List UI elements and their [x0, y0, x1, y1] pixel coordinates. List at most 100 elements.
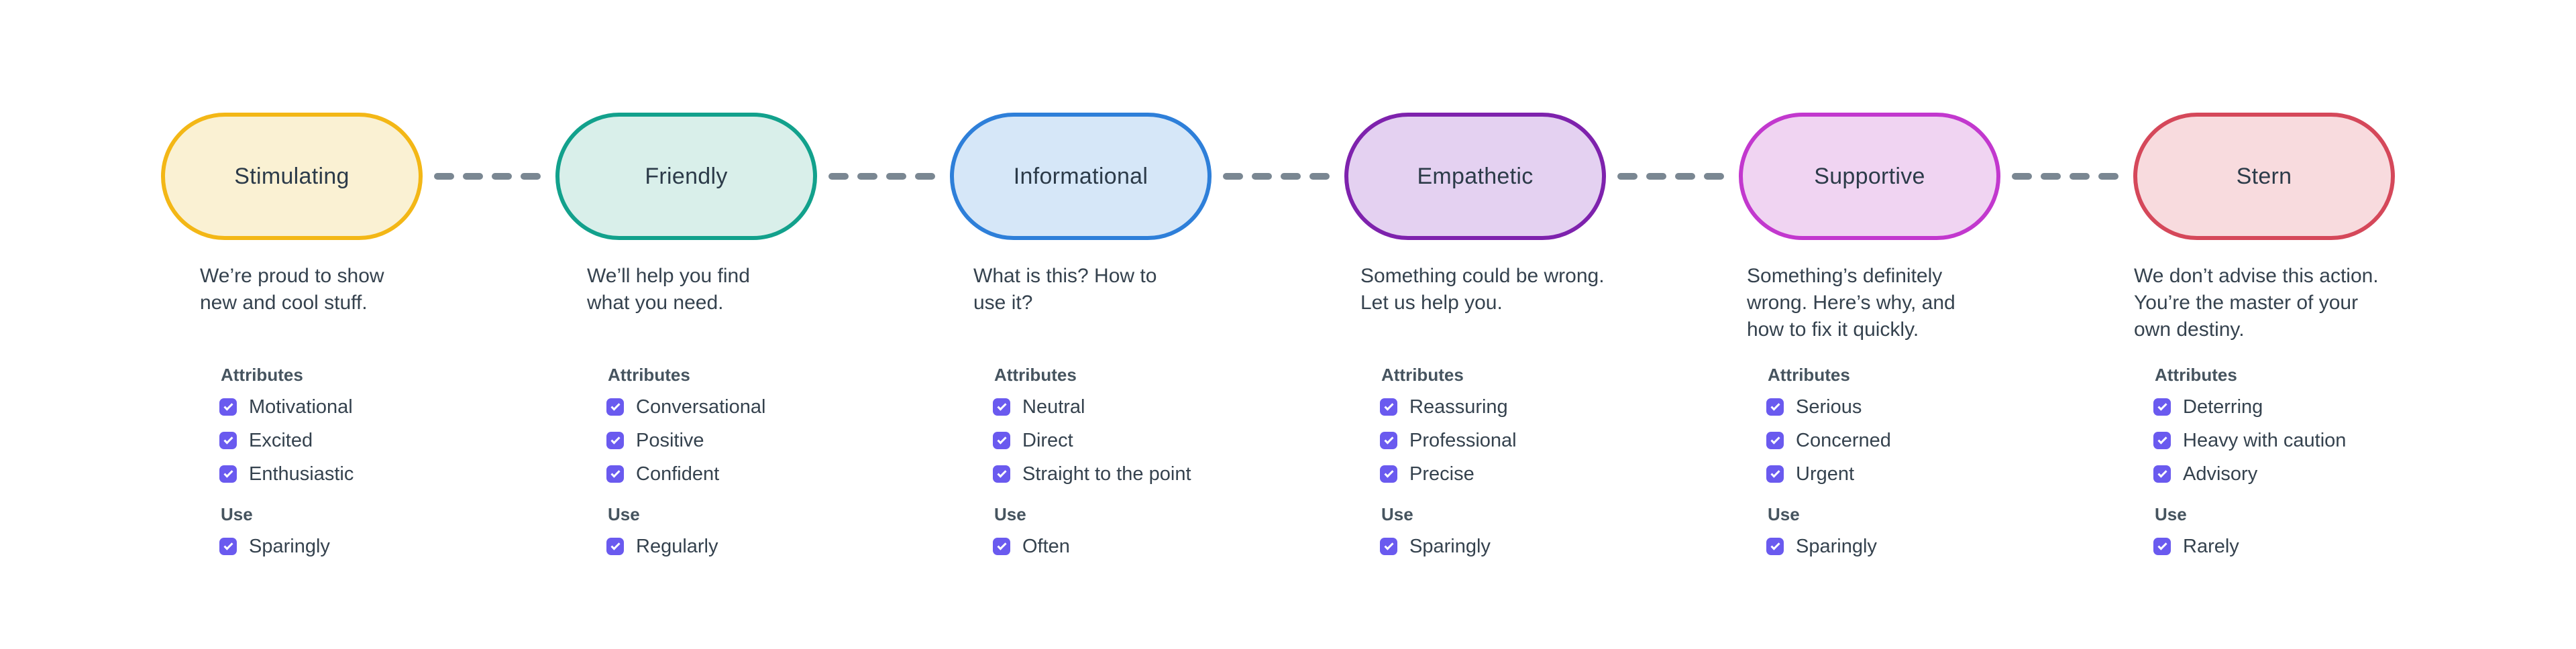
- attribute-checkbox-row[interactable]: Deterring: [2153, 390, 2346, 424]
- tone-node-label: Stimulating: [234, 163, 350, 189]
- attribute-label: Positive: [636, 429, 704, 451]
- use-label: Often: [1022, 535, 1070, 557]
- checkbox-checked-icon[interactable]: [1766, 538, 1784, 555]
- attribute-checkbox-row[interactable]: Serious: [1766, 390, 1891, 424]
- tone-node-label: Supportive: [1814, 163, 1925, 189]
- use-section: Use Often: [993, 504, 1070, 563]
- use-checkbox-row[interactable]: Sparingly: [1380, 530, 1491, 563]
- attribute-label: Deterring: [2183, 396, 2263, 418]
- checkbox-checked-icon[interactable]: [219, 398, 237, 416]
- use-checkbox-row[interactable]: Sparingly: [1766, 530, 1877, 563]
- attributes-heading: Attributes: [2155, 365, 2237, 385]
- checkbox-checked-icon[interactable]: [1380, 432, 1397, 449]
- checkbox-checked-icon[interactable]: [2153, 538, 2171, 555]
- attributes-section: Attributes Conversational Positive Confi…: [606, 365, 765, 491]
- tone-node-supportive[interactable]: Supportive: [1739, 113, 2000, 240]
- use-checkbox-row[interactable]: Rarely: [2153, 530, 2239, 563]
- attributes-heading: Attributes: [994, 365, 1077, 385]
- checkbox-checked-icon[interactable]: [993, 398, 1010, 416]
- tone-node-stimulating[interactable]: Stimulating: [161, 113, 423, 240]
- attribute-checkbox-row[interactable]: Straight to the point: [993, 457, 1191, 491]
- checkbox-checked-icon[interactable]: [2153, 465, 2171, 483]
- use-heading: Use: [1381, 504, 1413, 524]
- tone-description: What is this? How to use it?: [973, 265, 1157, 314]
- attribute-label: Professional: [1409, 429, 1517, 451]
- use-section: Use Rarely: [2153, 504, 2239, 563]
- checkmark-icon: [2157, 467, 2167, 478]
- checkmark-icon: [610, 540, 621, 550]
- tone-node-empathetic[interactable]: Empathetic: [1344, 113, 1606, 240]
- tone-description: We don’t advise this action. You’re the …: [2134, 265, 2379, 341]
- attribute-checkbox-row[interactable]: Precise: [1380, 457, 1517, 491]
- checkbox-checked-icon[interactable]: [219, 432, 237, 449]
- tone-node-stern[interactable]: Stern: [2133, 113, 2395, 240]
- checkbox-checked-icon[interactable]: [1380, 465, 1397, 483]
- use-heading: Use: [221, 504, 253, 524]
- attribute-checkbox-row[interactable]: Conversational: [606, 390, 765, 424]
- checkbox-checked-icon[interactable]: [219, 465, 237, 483]
- use-label: Regularly: [636, 535, 718, 557]
- attributes-section: Attributes Reassuring Professional Preci…: [1380, 365, 1517, 491]
- attribute-checkbox-row[interactable]: Positive: [606, 424, 765, 457]
- attribute-checkbox-row[interactable]: Excited: [219, 424, 354, 457]
- attribute-label: Conversational: [636, 396, 766, 418]
- tone-node-label: Friendly: [645, 163, 728, 189]
- checkbox-checked-icon[interactable]: [606, 538, 624, 555]
- connector-dashed-line: [2012, 173, 2125, 180]
- attribute-checkbox-row[interactable]: Confident: [606, 457, 765, 491]
- attributes-section: Attributes Motivational Excited Enthusia…: [219, 365, 354, 491]
- connector-dashed-line: [1223, 173, 1336, 180]
- checkmark-icon: [1770, 540, 1780, 550]
- attribute-label: Neutral: [1022, 396, 1085, 418]
- checkmark-icon: [610, 434, 621, 445]
- checkbox-checked-icon[interactable]: [219, 538, 237, 555]
- checkmark-icon: [1383, 467, 1394, 478]
- attribute-checkbox-row[interactable]: Heavy with caution: [2153, 424, 2346, 457]
- tone-node-informational[interactable]: Informational: [950, 113, 1212, 240]
- attribute-checkbox-row[interactable]: Urgent: [1766, 457, 1891, 491]
- tone-description: Something could be wrong. Let us help yo…: [1360, 265, 1605, 314]
- checkbox-checked-icon[interactable]: [606, 432, 624, 449]
- use-checkbox-row[interactable]: Sparingly: [219, 530, 330, 563]
- attribute-checkbox-row[interactable]: Enthusiastic: [219, 457, 354, 491]
- checkbox-checked-icon[interactable]: [993, 465, 1010, 483]
- checkbox-checked-icon[interactable]: [606, 465, 624, 483]
- checkmark-icon: [1770, 400, 1780, 411]
- attribute-checkbox-row[interactable]: Direct: [993, 424, 1191, 457]
- attribute-checkbox-row[interactable]: Neutral: [993, 390, 1191, 424]
- attribute-checkbox-row[interactable]: Advisory: [2153, 457, 2346, 491]
- attribute-checkbox-row[interactable]: Concerned: [1766, 424, 1891, 457]
- attribute-checkbox-row[interactable]: Motivational: [219, 390, 354, 424]
- use-heading: Use: [608, 504, 640, 524]
- checkmark-icon: [223, 400, 233, 411]
- checkmark-icon: [996, 400, 1007, 411]
- checkbox-checked-icon[interactable]: [1766, 398, 1784, 416]
- attribute-checkbox-row[interactable]: Reassuring: [1380, 390, 1517, 424]
- checkmark-icon: [2157, 434, 2167, 445]
- use-checkbox-row[interactable]: Regularly: [606, 530, 718, 563]
- checkbox-checked-icon[interactable]: [993, 538, 1010, 555]
- attribute-label: Urgent: [1796, 463, 1855, 485]
- tone-column-friendly: Friendly We’ll help you find what you ne…: [555, 113, 950, 595]
- checkbox-checked-icon[interactable]: [1766, 432, 1784, 449]
- checkmark-icon: [223, 467, 233, 478]
- checkbox-checked-icon[interactable]: [1380, 398, 1397, 416]
- checkbox-checked-icon[interactable]: [1380, 538, 1397, 555]
- use-checkbox-row[interactable]: Often: [993, 530, 1070, 563]
- checkbox-checked-icon[interactable]: [2153, 398, 2171, 416]
- attribute-label: Motivational: [249, 396, 353, 418]
- tone-node-friendly[interactable]: Friendly: [555, 113, 817, 240]
- attributes-heading: Attributes: [1768, 365, 1850, 385]
- checkbox-checked-icon[interactable]: [1766, 465, 1784, 483]
- attribute-checkbox-row[interactable]: Professional: [1380, 424, 1517, 457]
- checkbox-checked-icon[interactable]: [993, 432, 1010, 449]
- attribute-label: Excited: [249, 429, 313, 451]
- attribute-label: Precise: [1409, 463, 1474, 485]
- attributes-heading: Attributes: [1381, 365, 1464, 385]
- checkbox-checked-icon[interactable]: [2153, 432, 2171, 449]
- checkmark-icon: [610, 400, 621, 411]
- checkbox-checked-icon[interactable]: [606, 398, 624, 416]
- tone-description: We’ll help you find what you need.: [587, 265, 750, 314]
- use-section: Use Sparingly: [1766, 504, 1877, 563]
- use-section: Use Sparingly: [1380, 504, 1491, 563]
